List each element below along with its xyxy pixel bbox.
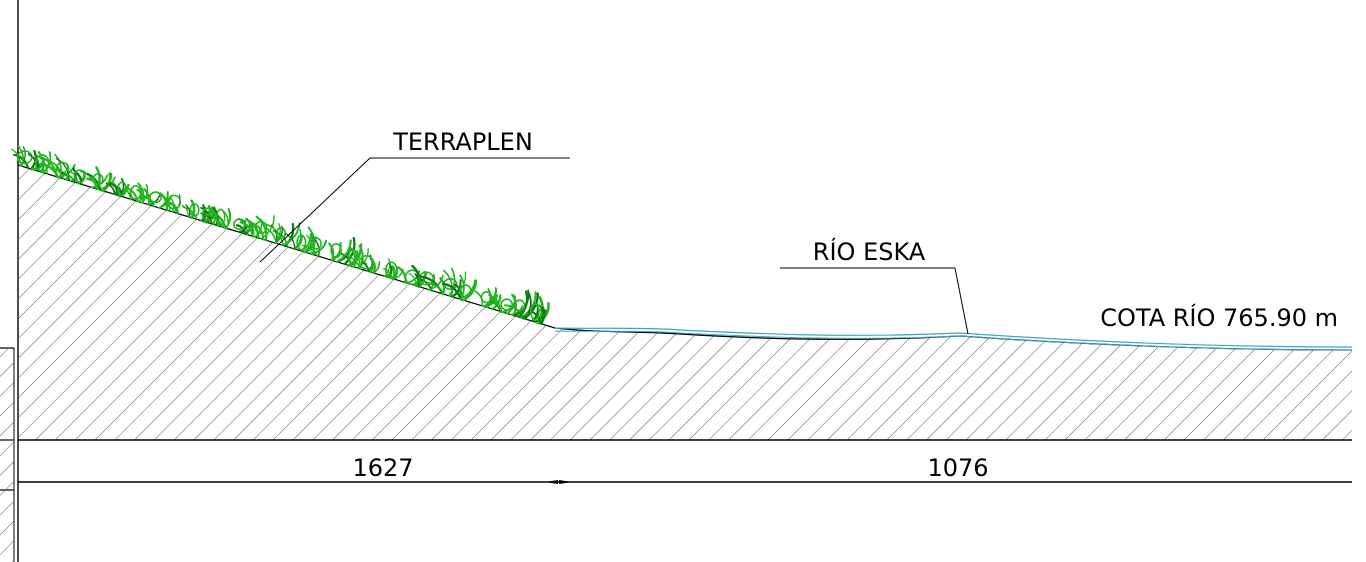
drawing-frame bbox=[0, 0, 19, 562]
embankment-leader bbox=[259, 157, 570, 263]
vegetation-tuft bbox=[122, 182, 149, 204]
vegetation-tuft bbox=[181, 199, 206, 222]
vegetation-tuft bbox=[358, 254, 381, 274]
vegetation-tuft bbox=[263, 222, 301, 248]
river-label: RÍO ESKA bbox=[813, 237, 926, 266]
vegetation-tuft bbox=[419, 267, 467, 298]
vegetation-tuft bbox=[105, 177, 130, 198]
river-level-label: COTA RÍO 765.90 m bbox=[1100, 303, 1338, 332]
dimension-left: 1627 bbox=[352, 454, 413, 482]
vegetation-tuft bbox=[528, 296, 550, 325]
dimension-arrow-left bbox=[545, 480, 558, 484]
vegetation-tuft bbox=[80, 166, 116, 193]
river-leader bbox=[780, 267, 969, 335]
ground-section bbox=[18, 165, 1352, 440]
dimension-arrow-right bbox=[559, 480, 572, 484]
river-water bbox=[554, 327, 1353, 351]
vegetation-tuft bbox=[159, 192, 182, 215]
dimension-lines bbox=[18, 439, 1352, 484]
embankment-vegetation bbox=[11, 145, 550, 325]
vegetation-tuft bbox=[383, 258, 404, 280]
dimension-right: 1076 bbox=[927, 454, 988, 482]
vegetation-tuft bbox=[301, 226, 328, 257]
vegetation-tuft bbox=[204, 207, 232, 230]
embankment-label: TERRAPLEN bbox=[392, 128, 533, 156]
vegetation-tuft bbox=[239, 215, 275, 242]
frame-hatch bbox=[0, 348, 14, 562]
vegetation-tuft bbox=[503, 289, 539, 320]
vegetation-tuft bbox=[442, 274, 478, 302]
